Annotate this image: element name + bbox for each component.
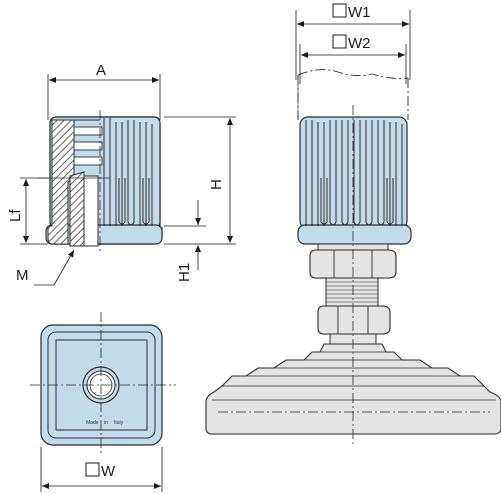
side-view xyxy=(38,110,163,252)
label-A: A xyxy=(96,62,106,79)
label-H: H xyxy=(208,179,225,190)
dimension-H1: H1 xyxy=(164,200,206,282)
bore xyxy=(83,175,99,247)
tube-phantom xyxy=(297,69,409,79)
label-W2: W2 xyxy=(348,35,371,52)
label-W: W xyxy=(101,463,116,480)
square-symbol-W xyxy=(85,462,100,477)
section-hatch xyxy=(47,119,75,245)
threaded-stud xyxy=(325,277,379,307)
label-W1: W1 xyxy=(348,4,371,21)
ribs xyxy=(103,118,153,226)
label-Lf: Lf xyxy=(7,209,24,222)
label-H1: H1 xyxy=(176,263,193,282)
dimension-W: W xyxy=(40,447,163,492)
imprint-italy: Italy xyxy=(114,420,124,426)
square-symbol-W1 xyxy=(332,3,347,18)
top-view: Made in Italy xyxy=(30,312,176,456)
thread-callout-M: M xyxy=(16,249,75,286)
assembly-view xyxy=(205,69,501,444)
dimension-W2: W2 xyxy=(299,34,407,84)
dimension-W1: W1 xyxy=(295,3,411,80)
square-symbol-W2 xyxy=(332,34,347,49)
label-M: M xyxy=(16,267,29,284)
insert-hatch xyxy=(69,171,85,247)
imprint-in: in xyxy=(104,420,108,426)
dimension-A: A xyxy=(47,62,161,120)
imprint-made: Made xyxy=(86,420,99,426)
dimension-Lf: Lf xyxy=(7,177,48,245)
dimension-H: H xyxy=(164,116,236,245)
leveling-base xyxy=(205,343,501,435)
lower-nut xyxy=(317,305,391,335)
